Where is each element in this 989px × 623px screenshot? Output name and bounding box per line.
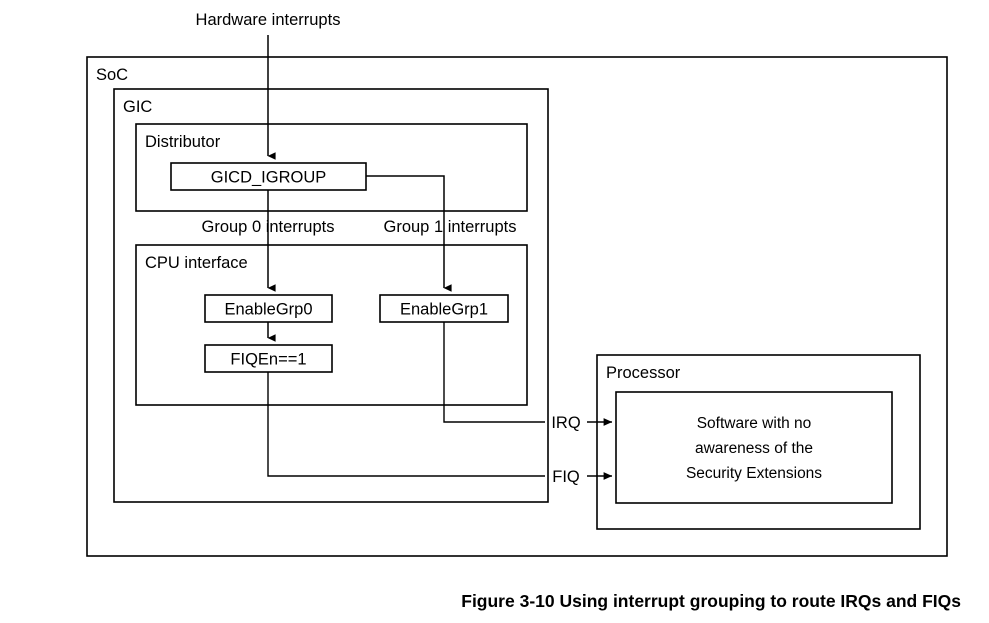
fiq-label: FIQ xyxy=(552,468,580,486)
cpu-interface-container xyxy=(135,244,528,406)
gic-label: GIC xyxy=(123,98,152,116)
processor-label: Processor xyxy=(606,364,681,382)
enable-grp1-label: EnableGrp1 xyxy=(400,301,488,319)
soc-label: SoC xyxy=(96,66,128,84)
software-line-2: awareness of the xyxy=(695,440,813,457)
group0-label: Group 0 interrupts xyxy=(202,218,335,236)
gicd-igroup-label: GICD_IGROUP xyxy=(211,169,327,187)
enable-grp0-label: EnableGrp0 xyxy=(224,301,312,319)
gic-container xyxy=(113,88,549,503)
figure-caption: Figure 3-10 Using interrupt grouping to … xyxy=(461,591,961,611)
distributor-container xyxy=(135,123,528,212)
software-line-1: Software with no xyxy=(697,415,812,432)
software-block[interactable] xyxy=(615,391,893,504)
fiqen-label: FIQEn==1 xyxy=(230,351,306,369)
group1-label: Group 1 interrupts xyxy=(384,218,517,236)
fiq-route xyxy=(267,372,545,477)
software-line-3: Security Extensions xyxy=(686,465,822,482)
processor-container xyxy=(596,354,921,530)
enable-grp1-block[interactable] xyxy=(379,294,509,323)
irq-label: IRQ xyxy=(551,414,581,432)
cpu-interface-label: CPU interface xyxy=(145,254,248,272)
irq-route xyxy=(443,322,545,423)
hardware-interrupts-label: Hardware interrupts xyxy=(196,11,341,29)
fiqen-block[interactable] xyxy=(204,344,333,373)
soc-container xyxy=(86,56,948,557)
distributor-label: Distributor xyxy=(145,133,221,151)
group1-connector xyxy=(366,175,452,292)
